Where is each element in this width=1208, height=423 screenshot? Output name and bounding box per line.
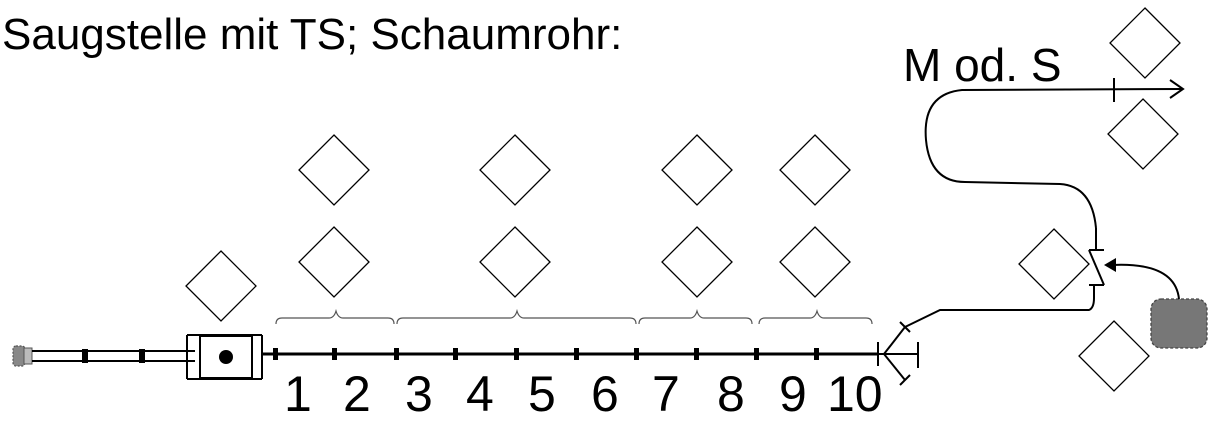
foam-branchpipe-arrow-icon [1169, 79, 1185, 99]
suction-line [12, 345, 195, 367]
hose-number: 8 [717, 366, 745, 422]
hose-number: 5 [528, 366, 556, 422]
hose-number: 1 [284, 366, 312, 422]
marker-leader-top [1109, 7, 1181, 79]
concentrate-pickup-hose [1111, 263, 1180, 300]
foam-inductor-icon [1088, 228, 1105, 286]
marker-group-1-top [298, 134, 370, 206]
marker-nozzle-right [1078, 320, 1150, 392]
marker-machinist [185, 250, 257, 322]
hose-to-inductor [904, 285, 1095, 328]
marker-group-1-bottom [298, 226, 370, 298]
personnel-markers [185, 7, 1181, 392]
marker-distributor [1018, 228, 1090, 300]
foam-concentrate-container [1150, 298, 1208, 349]
arrow-head-icon [1104, 258, 1116, 272]
portable-pump [186, 334, 263, 380]
hose-number: 3 [405, 366, 433, 422]
hose-number: 7 [652, 366, 680, 422]
hose-number: 6 [591, 366, 619, 422]
hose-group-braces [275, 308, 873, 325]
hose-number: 4 [466, 366, 494, 422]
hose-number: 10 [827, 366, 883, 422]
position-label: M od. S [903, 39, 1062, 91]
hose-number: 9 [779, 366, 807, 422]
marker-group-3-bottom [661, 226, 733, 298]
foam-hose [924, 88, 1184, 229]
marker-group-2-top [479, 134, 551, 206]
diagram-title: Saugstelle mit TS; Schaumrohr: [2, 10, 623, 59]
distributor [877, 321, 919, 386]
pump-impeller-icon [219, 350, 233, 364]
marker-group-4-top [779, 134, 851, 206]
marker-leader-bottom [1107, 98, 1179, 170]
marker-group-2-bottom [479, 226, 551, 298]
marker-group-3-top [661, 134, 733, 206]
pressure-hose-line [262, 348, 878, 360]
hose-number: 2 [343, 366, 371, 422]
marker-group-4-bottom [779, 226, 851, 298]
suction-strainer [12, 345, 26, 367]
